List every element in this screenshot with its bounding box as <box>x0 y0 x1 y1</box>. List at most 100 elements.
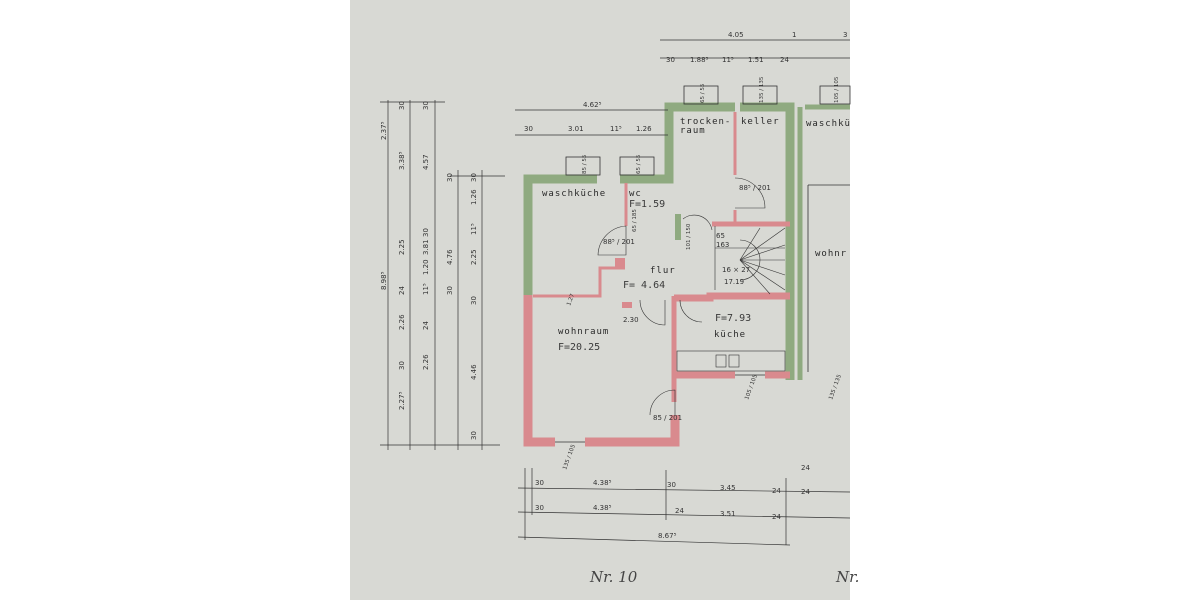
door-swings <box>597 177 766 416</box>
bottom-dimensions: 30 4.38⁵ 30 3.45 24 30 4.38⁵ 24 3.51 24 … <box>535 293 810 540</box>
dim: 24 <box>675 507 684 515</box>
dim: 24 <box>772 487 781 495</box>
dim: 24 <box>398 286 406 295</box>
dim: 3.45 <box>720 484 736 492</box>
dim: 1.51 <box>748 56 764 64</box>
dim: 4.57 <box>422 154 430 170</box>
new-walls <box>523 112 790 447</box>
dim: 1.26 <box>470 189 478 205</box>
window-label: 135 / 135 <box>828 373 843 400</box>
dim: 1.20 <box>422 259 430 275</box>
door-label-wc: 65 / 185 <box>632 209 638 232</box>
dim: 30 <box>667 481 676 489</box>
dim: 2.27⁵ <box>398 391 406 410</box>
dim: 11⁵ <box>610 125 622 133</box>
room-labels: waschküche wc F=1.59 trocken- raum kelle… <box>542 117 851 353</box>
stair-note: 65 <box>716 232 725 240</box>
stair-note-2: 163 <box>716 241 729 249</box>
room-trockenraum: trocken- <box>680 117 731 127</box>
room-waschkueche: waschküche <box>542 189 606 199</box>
dim: 3 <box>843 31 847 39</box>
dim: 11⁵ <box>722 56 734 64</box>
dim: 1 <box>792 31 796 39</box>
dim: 30 <box>535 504 544 512</box>
dim: 3.38⁵ <box>398 151 406 170</box>
area-wohnraum: F=20.25 <box>558 342 600 353</box>
dim: 3.51 <box>720 510 736 518</box>
dim: 30 <box>470 173 478 182</box>
dim: 3.01 <box>568 125 584 133</box>
left-dimensions: 8.98⁵ 2.37⁵ 30 3.38⁵ 2.25 24 2.26 30 2.27⁵ 30 4.57… <box>380 101 478 440</box>
door-label: 88⁵ / 201 <box>603 238 635 246</box>
room-neighbor-waschkueche: waschkü <box>806 119 851 129</box>
kitchen-counter <box>676 350 786 372</box>
room-kueche: küche <box>714 330 746 340</box>
window-label: 135 / 135 <box>759 76 765 103</box>
house-number: Nr. 10 <box>589 568 638 586</box>
existing-walls <box>523 102 850 380</box>
window-label: 105 / 105 <box>834 76 840 103</box>
dim: 1.88⁵ <box>690 56 709 64</box>
room-wc: wc <box>629 189 642 199</box>
dim: 30 <box>446 173 454 182</box>
window-label: 105 / 105 <box>744 373 759 400</box>
dim: 4.38⁵ <box>593 504 612 512</box>
dim: 24 <box>801 464 810 472</box>
dim: 4.38⁵ <box>593 479 612 487</box>
dim: 2.37⁵ <box>380 121 388 140</box>
room-wohnraum: wohnraum <box>558 327 609 337</box>
dimension-lines <box>380 39 851 546</box>
window-label: 135 / 105 <box>562 443 577 470</box>
neighbor-house-number: Nr. <box>835 568 859 586</box>
window-label: 65 / 55 <box>636 154 642 174</box>
dim: 2.25 <box>470 249 478 265</box>
stair-run: 17.19 <box>724 278 744 286</box>
windows <box>555 85 851 443</box>
dim: 24 <box>772 513 781 521</box>
dim: 11⁵ <box>470 223 478 235</box>
dim: 3.81 <box>422 239 430 255</box>
room-neighbor-wohnraum: wohnr <box>815 249 847 259</box>
door-label: 88⁵ / 201 <box>739 184 771 192</box>
dim: 2.26 <box>398 314 406 330</box>
dim: 2.30 <box>623 316 639 324</box>
dim: 30 <box>446 286 454 295</box>
dim: 30 <box>470 431 478 440</box>
dim: 30 <box>470 296 478 305</box>
door-label-trockenraum: 101 / 150 <box>686 223 692 250</box>
dim: 24 <box>422 321 430 330</box>
dim: 8.98⁵ <box>380 271 388 290</box>
dim: 30 <box>535 479 544 487</box>
dim: 30 <box>524 125 533 133</box>
dim: 1.27 <box>566 293 576 307</box>
window-label: 85 / 55 <box>582 154 588 174</box>
dim: 30 <box>398 361 406 370</box>
floor-plan-paper <box>350 0 850 600</box>
area-kueche: F=7.93 <box>715 313 751 324</box>
door-label: 85 / 201 <box>653 414 682 422</box>
dim: 4.46 <box>470 364 478 380</box>
room-keller: keller <box>741 117 780 127</box>
dim: 2.25 <box>398 239 406 255</box>
room-trockenraum-2: raum <box>680 126 706 136</box>
area-flur: F= 4.64 <box>623 280 665 291</box>
dim: 30 <box>666 56 675 64</box>
dim: 30 <box>422 228 430 237</box>
dim: 11⁵ <box>422 283 430 295</box>
area-wc: F=1.59 <box>629 199 665 210</box>
stair-rise: 16 × 27 <box>722 266 750 274</box>
dim: 8.67⁵ <box>658 532 677 540</box>
dim: 1.26 <box>636 125 652 133</box>
staircase <box>714 226 786 295</box>
dim: 24 <box>780 56 789 64</box>
dim: 4.76 <box>446 249 454 265</box>
window-label: 65 / 55 <box>700 83 706 103</box>
dim: 2.26 <box>422 354 430 370</box>
dim: 4.05 <box>728 31 744 39</box>
dim: 30 <box>398 101 406 110</box>
dim: 30 <box>422 101 430 110</box>
dim: 4.62⁵ <box>583 101 602 109</box>
dim: 24 <box>801 488 810 496</box>
top-dimensions: 4.05 30 1.88⁵ 11⁵ 1.51 24 1 3 4.62⁵ 30 3… <box>524 31 847 133</box>
